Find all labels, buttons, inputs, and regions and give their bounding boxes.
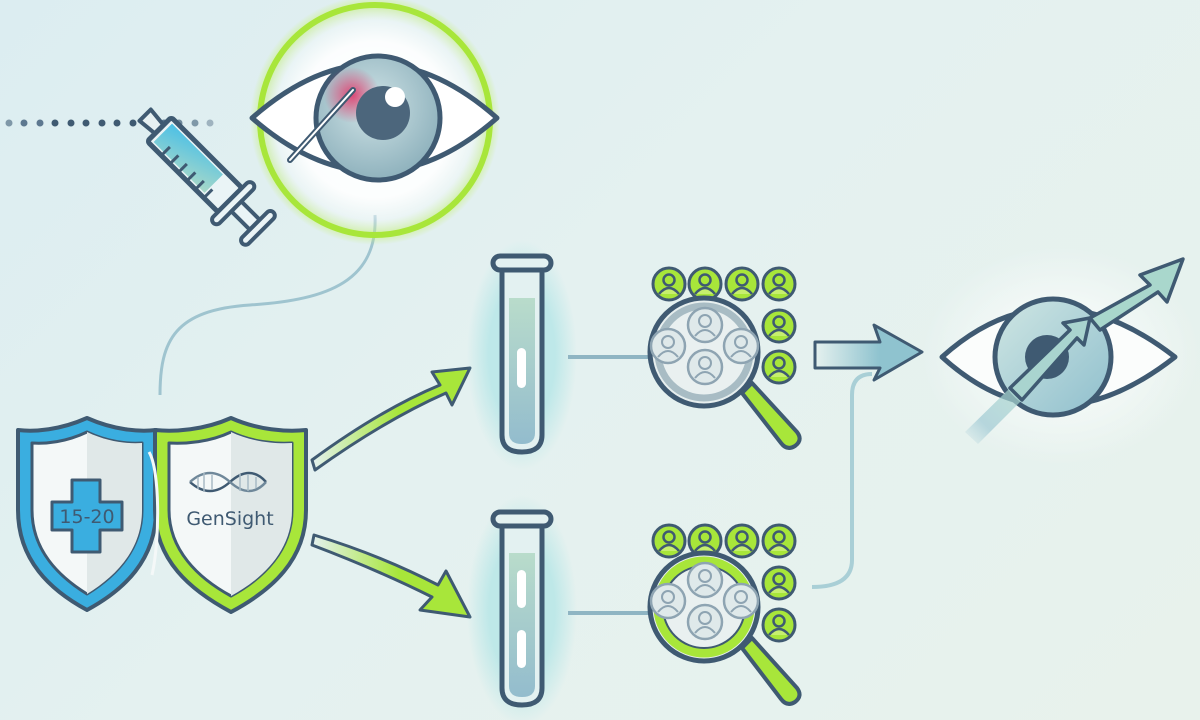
arrow-to-outcome — [813, 323, 924, 382]
connector-eye-to-shields — [158, 214, 377, 396]
brand-label: GenSight — [186, 508, 273, 530]
shield-dosage: 15-20 — [16, 416, 158, 612]
syringe-icon — [137, 107, 277, 247]
arrow-to-tube-b — [310, 533, 472, 619]
patient-screening-a — [647, 266, 802, 450]
connector-screen-b-to-outcome — [811, 372, 873, 589]
test-tube-a — [467, 240, 577, 470]
dna-icon — [189, 471, 267, 493]
vision-improvement-icon — [920, 245, 1200, 465]
shield-brand: GenSight — [153, 416, 308, 614]
medical-cross-icon — [50, 478, 124, 554]
test-tube-b — [467, 495, 577, 720]
patient-screening-b — [647, 523, 802, 706]
dosage-label: 15-20 — [59, 506, 114, 528]
arrow-to-tube-a — [310, 366, 472, 472]
eye-injection-icon — [249, 0, 500, 245]
